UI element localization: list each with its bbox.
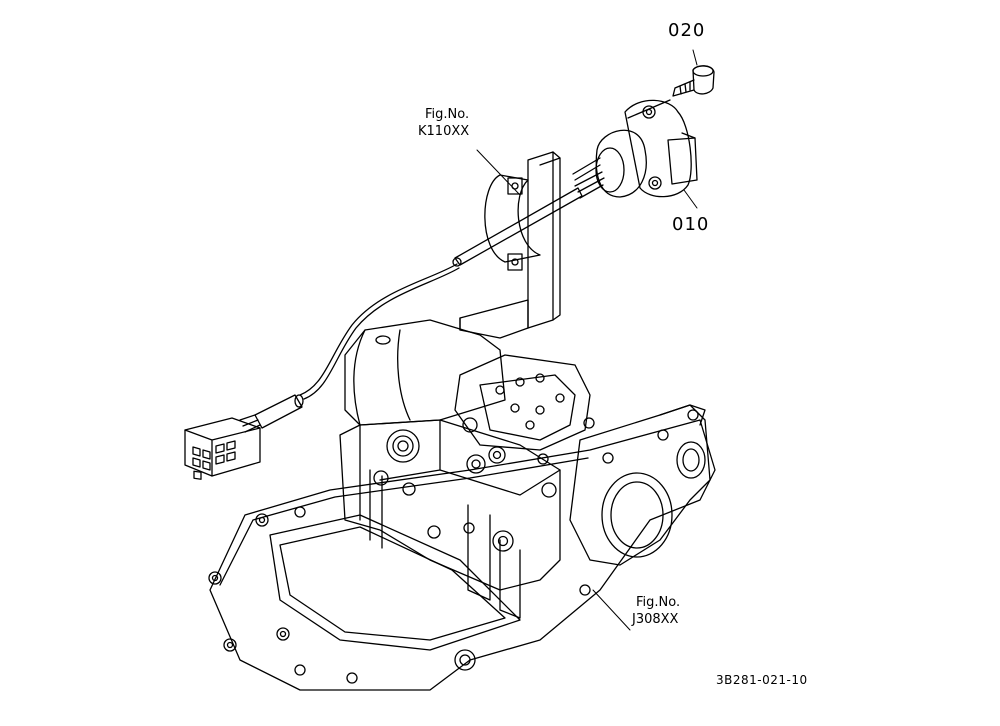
leader-lines xyxy=(476,49,698,631)
screw-part-020-drawing xyxy=(672,65,715,97)
wire-harness-drawing xyxy=(184,187,583,480)
fig-ref-lower-number: J308XX xyxy=(632,612,679,627)
leader-010 xyxy=(683,189,698,209)
sensor-part-010-drawing xyxy=(572,99,698,199)
callout-010: 010 xyxy=(672,214,710,235)
leader-020 xyxy=(692,49,698,66)
diagram-id: 3B281-021-10 xyxy=(716,673,808,687)
leader-j308xx xyxy=(592,589,631,631)
fig-ref-lower-label: Fig.No. xyxy=(636,595,681,610)
bracket-drawing xyxy=(459,151,561,339)
housing-casting-drawing xyxy=(208,319,716,691)
leader-k110xx xyxy=(476,149,521,196)
fig-ref-upper-number: K110XX xyxy=(418,124,470,139)
callout-020: 020 xyxy=(668,20,706,41)
fig-ref-upper-label: Fig.No. xyxy=(425,107,470,122)
